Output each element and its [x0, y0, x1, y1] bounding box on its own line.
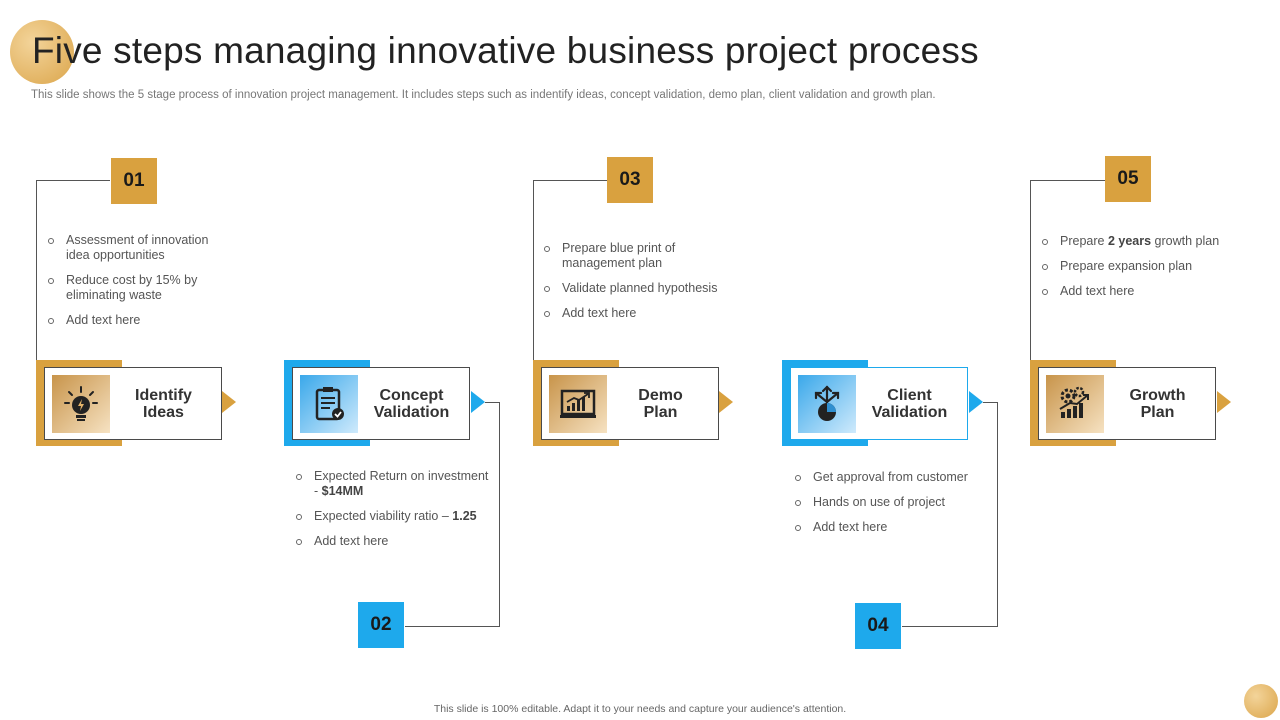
slide-footer: This slide is 100% editable. Adapt it to… [433, 703, 847, 715]
step-04-bullets: Get approval from customer Hands on use … [794, 470, 994, 545]
arrow-right-icon [471, 391, 485, 413]
arrow-right-icon [719, 391, 733, 413]
bullet-text: Validate planned hypothesis [562, 281, 718, 295]
list-item: Hands on use of project [794, 495, 994, 510]
list-item: Prepare blue print of management plan [543, 241, 743, 271]
client-pie-icon-box [798, 374, 856, 433]
bullet-text: Add text here [314, 534, 389, 548]
connector-line-02-vertical [499, 402, 500, 626]
bullet-text: Prepare expansion plan [1060, 259, 1193, 273]
bullet-text: Add text here [813, 520, 888, 534]
step-title-line: Concept [379, 386, 444, 404]
bullet-text: Add text here [562, 306, 637, 320]
list-item: Expected viability ratio – 1.25 [295, 509, 495, 524]
step-number-badge-04: 04 [855, 603, 901, 649]
step-03-bullets: Prepare blue print of management plan Va… [543, 241, 743, 331]
step-title-line: Plan [1140, 403, 1175, 421]
step-title-line: Growth [1129, 386, 1186, 404]
growth-chart-board-icon [560, 389, 596, 418]
list-item: Prepare expansion plan [1041, 259, 1261, 274]
step-title-line: Validation [373, 403, 450, 421]
connector-line-01-vertical [36, 180, 37, 366]
slide-title: Five steps managing innovative business … [32, 30, 979, 71]
step-title-line: Validation [871, 403, 948, 421]
list-item: Get approval from customer [794, 470, 994, 485]
gear-growth-icon [1059, 386, 1089, 418]
gear-growth-icon-box [1046, 374, 1104, 433]
bullet-text: Get approval from customer [813, 470, 968, 484]
step-card-identify-ideas: Identify Ideas [44, 367, 222, 440]
bullet-highlight: 1.25 [452, 509, 477, 523]
bullet-text: Expected Return on investment - [314, 469, 489, 498]
list-item: Add text here [1041, 284, 1261, 299]
clipboard-check-icon [315, 386, 344, 420]
step-02-bullets: Expected Return on investment - $14MM Ex… [295, 469, 495, 559]
list-item: Assessment of innovation idea opportunit… [47, 233, 227, 263]
step-number-badge-05: 05 [1105, 156, 1151, 202]
connector-line-05 [1030, 180, 1105, 181]
connector-line-02 [405, 626, 500, 627]
step-title-line: Ideas [143, 403, 184, 421]
bullet-text: growth plan [1151, 234, 1220, 248]
step-title-line: Identify [135, 386, 192, 404]
step-title-demo-plan: Demo Plan [607, 387, 718, 421]
step-number-badge-01: 01 [111, 158, 157, 204]
step-card-concept-validation: Concept Validation [292, 367, 470, 440]
idea-gear-icon-box [52, 374, 110, 433]
connector-line-04 [902, 626, 998, 627]
step-card-demo-plan: Demo Plan [541, 367, 719, 440]
bullet-text: Assessment of innovation idea opportunit… [66, 233, 209, 262]
arrow-right-icon [969, 391, 983, 413]
list-item: Add text here [543, 306, 743, 321]
step-title-identify-ideas: Identify Ideas [110, 387, 221, 421]
client-pie-icon [814, 384, 840, 421]
step-title-concept-validation: Concept Validation [358, 387, 469, 421]
clipboard-check-icon-box [300, 374, 358, 433]
bullet-text: Add text here [1060, 284, 1135, 298]
connector-line-04-stub [983, 402, 998, 403]
decorative-circle-top [10, 20, 74, 84]
list-item: Add text here [295, 534, 495, 549]
bullet-highlight: $14MM [321, 484, 364, 498]
list-item: Add text here [47, 313, 227, 328]
list-item: Validate planned hypothesis [543, 281, 743, 296]
growth-chart-board-icon-box [549, 374, 607, 433]
step-title-line: Plan [643, 403, 678, 421]
step-card-growth-plan: Growth Plan [1038, 367, 1216, 440]
step-title-line: Client [887, 386, 932, 404]
list-item: Reduce cost by 15% by eliminating waste [47, 273, 227, 303]
connector-line-05-vertical [1030, 180, 1031, 366]
step-number-badge-02: 02 [358, 602, 404, 648]
bullet-text: Reduce cost by 15% by eliminating waste [66, 273, 198, 302]
decorative-circle-bottom [1244, 684, 1278, 718]
step-title-growth-plan: Growth Plan [1104, 387, 1215, 421]
list-item: Expected Return on investment - $14MM [295, 469, 495, 499]
connector-line-02-stub [485, 402, 500, 403]
step-title-client-validation: Client Validation [856, 387, 967, 421]
bullet-highlight: 2 years [1107, 234, 1152, 248]
bullet-text: Prepare [1060, 234, 1108, 248]
idea-gear-icon [64, 385, 98, 421]
slide-subtitle: This slide shows the 5 stage process of … [31, 89, 936, 101]
connector-line-04-vertical [997, 402, 998, 626]
bullet-text: Prepare blue print of management plan [562, 241, 676, 270]
connector-line-01 [36, 180, 110, 181]
step-card-client-validation: Client Validation [790, 367, 968, 440]
step-title-line: Demo [638, 386, 683, 404]
connector-line-03 [533, 180, 607, 181]
step-01-bullets: Assessment of innovation idea opportunit… [47, 233, 227, 338]
bullet-text: Expected viability ratio – [314, 509, 453, 523]
connector-line-03-vertical [533, 180, 534, 366]
arrow-right-icon [222, 391, 236, 413]
list-item: Prepare 2 years growth plan [1041, 234, 1261, 249]
list-item: Add text here [794, 520, 994, 535]
bullet-text: Add text here [66, 313, 141, 327]
step-05-bullets: Prepare 2 years growth plan Prepare expa… [1041, 234, 1261, 309]
step-number-badge-03: 03 [607, 157, 653, 203]
arrow-right-icon [1217, 391, 1231, 413]
bullet-text: Hands on use of project [813, 495, 946, 509]
